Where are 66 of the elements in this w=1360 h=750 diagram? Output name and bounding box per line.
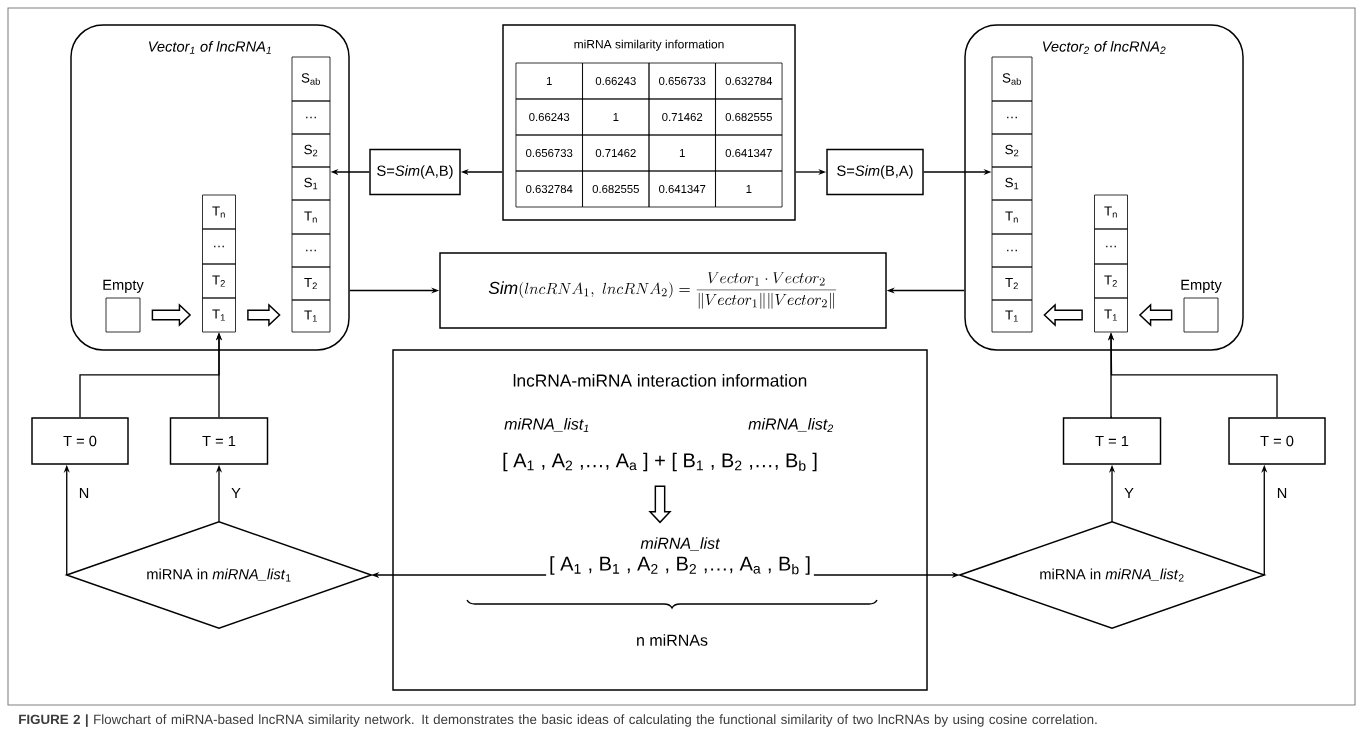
table-cell: 0.682555 (582, 170, 650, 208)
vector-cell: T$_{2}$ (1094, 263, 1128, 299)
vector-cell: … (291, 233, 331, 268)
vector-cell: S$_{ab}$ (991, 56, 1033, 102)
vector-cell: T$_{1}$ (291, 299, 331, 333)
table-cell: 0.71462 (582, 134, 650, 172)
table-cell: 0.66243 (582, 62, 650, 100)
empty-box: Empty (1181, 279, 1222, 333)
table-cell: 0.641347 (648, 170, 716, 208)
vector-cell: … (1094, 228, 1128, 265)
process-box: S=Sim(A,B) (369, 148, 461, 196)
table-cell: 0.71462 (648, 98, 716, 136)
vector-cell: T$_{n}$ (991, 199, 1033, 235)
vector-cell: S$_{ab}$ (291, 56, 331, 102)
block-arrow (1043, 303, 1083, 327)
vector-cell: S$_{2}$ (291, 133, 331, 168)
table-cell: 1 (648, 134, 716, 172)
table-cell: 0.66243 (515, 98, 583, 136)
vector-cell: T$_{1}$ (202, 297, 236, 333)
process-box: S=Sim(B,A) (826, 148, 924, 196)
vector-cell: T$_{2}$ (202, 263, 236, 299)
vector-cell: T$_{1}$ (1094, 297, 1128, 333)
table-cell: 1 (582, 98, 650, 136)
block-arrow (151, 303, 192, 327)
process-box: T = 0 (31, 417, 129, 465)
edge-label: Y (1122, 486, 1136, 500)
merged-list: miRNA_list [ A$_{1}$ , B$_{1}$ , A$_{2}$ , B$_{2}$ ,…, A$_{a}$ , B$_{b}$ ] (550, 537, 810, 575)
table-cell: 0.682555 (715, 98, 783, 136)
vector-cell: … (991, 100, 1033, 135)
bracket-label: n miRNAs (637, 634, 708, 646)
table-cell: 1 (715, 170, 783, 208)
vector-cell: … (202, 228, 236, 265)
table-cell: 0.641347 (715, 134, 783, 172)
empty-box: Empty (103, 279, 144, 333)
vector-cell: T$_{2}$ (991, 266, 1033, 301)
node-label: Empty (103, 279, 144, 293)
block-arrow (1138, 303, 1173, 327)
block-arrow (247, 303, 281, 327)
vector-cell: T$_{n}$ (1094, 194, 1128, 230)
vector-cell: … (991, 233, 1033, 268)
edge-label: N (77, 486, 91, 500)
process-box: T = 0 (1228, 417, 1326, 465)
node-label: Empty (1181, 279, 1222, 293)
edge-label: Y (229, 486, 243, 500)
vector-cell: T$_{1}$ (991, 299, 1033, 333)
process-box: T = 1 (1062, 417, 1162, 465)
figure-caption: FIGURE 2 | Flowchart of miRNA-based lncRNA similarity network. It demonstrates the basic ideas of calculating the functional similarity of two lncRNAs by using cosine correlation. (19, 714, 1097, 727)
table-cell: 0.632784 (715, 62, 783, 100)
vector-cell: T$_{2}$ (291, 266, 331, 301)
process-box: T = 1 (169, 417, 269, 465)
vector-cell: … (291, 100, 331, 135)
vector-cell: T$_{n}$ (202, 194, 236, 230)
vector-cell: S$_{2}$ (991, 133, 1033, 168)
formula-box: $\mathit{Sim}(lncRNA_{1},\ lncRNA_{2}) = \frac{Vector_{1}\cdot Vector_{2}}{\Vert Vector_{1}\Vert \Vert Vector_{2}\Vert}$ (439, 252, 887, 329)
list-expression: [ A$_{1}$ , A$_{2}$ ,…, A$_{a}$ ] + [ B$_{1}$ , B$_{2}$ ,…, B$_{b}$ ] (503, 452, 817, 472)
table-cell: 0.656733 (515, 134, 583, 172)
block-arrow (648, 485, 672, 524)
table-cell: 0.632784 (515, 170, 583, 208)
vector-cell: S$_{1}$ (991, 166, 1033, 201)
table-cell: 0.656733 (648, 62, 716, 100)
vector-cell: S$_{1}$ (291, 166, 331, 201)
vector-cell: T$_{n}$ (291, 199, 331, 235)
table-cell: 1 (515, 62, 583, 100)
list-name: miRNA_list$_{1}$ (504, 418, 589, 432)
list-name: miRNA_list$_{2}$ (748, 418, 834, 432)
edge-label: N (1275, 486, 1289, 500)
